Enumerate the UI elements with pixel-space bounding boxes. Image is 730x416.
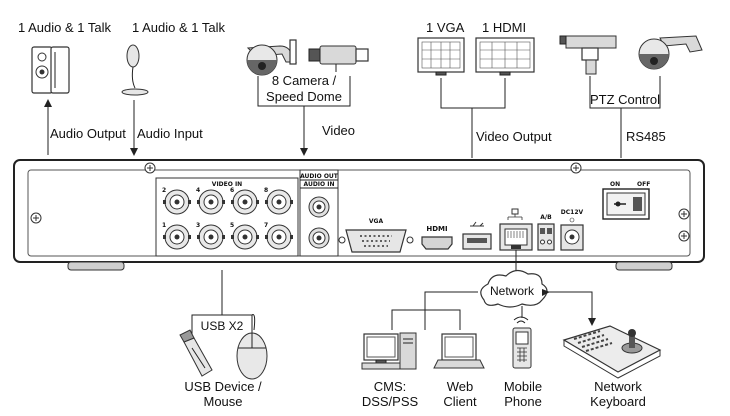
network-keyboard-label-line2: Keyboard bbox=[590, 394, 646, 409]
cms-label-line2: DSS/PSS bbox=[362, 394, 419, 409]
ptz-control-label: PTZ Control bbox=[590, 92, 660, 107]
bnc-channel-number: 3 bbox=[196, 222, 200, 229]
vga-port-icon bbox=[338, 229, 414, 253]
screw-icon bbox=[678, 230, 690, 242]
switch-on-label: ON bbox=[610, 181, 620, 188]
usb-device-label-line2: Mouse bbox=[203, 394, 242, 409]
audio-in-label: AUDIO IN bbox=[304, 181, 335, 188]
ethernet-port-icon bbox=[499, 223, 533, 251]
screw-icon bbox=[678, 208, 690, 220]
polarity-icon bbox=[569, 217, 575, 223]
dvr-rear-panel: VIDEO IN 2 4 6 8 1 3 5 7 AUDIO OUT AUDIO IN VGA… bbox=[13, 159, 705, 271]
bnc-connector-icon bbox=[163, 224, 191, 250]
dc-power-label: DC12V bbox=[561, 209, 584, 216]
network-keyboard-icon bbox=[562, 325, 662, 379]
screw-icon bbox=[144, 162, 156, 174]
mobile-phone-label-line2: Phone bbox=[504, 394, 542, 409]
speed-dome-camera-icon bbox=[246, 39, 297, 76]
vga-monitor-label: 1 VGA bbox=[426, 20, 465, 35]
bnc-connector-icon bbox=[231, 224, 259, 250]
audio-talk-label-left: 1 Audio & 1 Talk bbox=[18, 20, 111, 35]
microphone-icon bbox=[121, 44, 149, 96]
audio-talk-label-mid: 1 Audio & 1 Talk bbox=[132, 20, 225, 35]
vga-port-label: VGA bbox=[369, 218, 384, 225]
bnc-channel-number: 7 bbox=[264, 222, 268, 229]
network-keyboard-label-line1: Network bbox=[594, 379, 642, 394]
hdmi-port-label: HDMI bbox=[426, 225, 447, 233]
camera-label-line2: Speed Dome bbox=[266, 89, 342, 104]
mobile-phone-label-line1: Mobile bbox=[504, 379, 542, 394]
bnc-channel-number: 8 bbox=[264, 187, 268, 194]
usb-port-icon bbox=[462, 233, 492, 250]
usb-x2-label: USB X2 bbox=[201, 319, 244, 333]
network-cloud-icon bbox=[480, 269, 548, 308]
usb-flash-drive-icon bbox=[179, 329, 213, 377]
vga-monitor-icon bbox=[417, 37, 465, 76]
bnc-connector-icon bbox=[231, 189, 259, 215]
ptz-speed-dome-icon bbox=[638, 35, 703, 70]
bnc-connector-icon bbox=[197, 189, 225, 215]
mobile-phone-icon bbox=[512, 316, 532, 369]
bnc-channel-number: 5 bbox=[230, 222, 234, 229]
web-client-label-line2: Client bbox=[443, 394, 477, 409]
bnc-connector-icon bbox=[197, 224, 225, 250]
rs485-ab-label: A/B bbox=[540, 214, 552, 221]
mouse-icon bbox=[236, 314, 268, 380]
bnc-channel-number: 6 bbox=[230, 187, 234, 194]
screw-icon bbox=[570, 162, 582, 174]
laptop-icon bbox=[433, 333, 485, 369]
audio-out-jack-icon bbox=[308, 196, 330, 218]
rs485-terminal-icon bbox=[537, 223, 555, 251]
speaker-icon bbox=[31, 46, 70, 94]
network-symbol-icon bbox=[507, 208, 523, 220]
web-client-label-line1: Web bbox=[447, 379, 474, 394]
audio-out-label: AUDIO OUT bbox=[300, 173, 339, 180]
bullet-camera-icon bbox=[308, 45, 369, 72]
hdmi-port-icon bbox=[421, 236, 453, 250]
hdmi-monitor-icon bbox=[475, 37, 535, 76]
bnc-connectors: 2 4 6 8 1 3 5 7 bbox=[162, 187, 293, 250]
audio-output-label: Audio Output bbox=[50, 126, 126, 141]
usb-symbol-icon bbox=[470, 221, 484, 227]
usb-device-label-line1: USB Device / bbox=[184, 379, 262, 394]
bnc-channel-number: 1 bbox=[162, 222, 166, 229]
network-label: Network bbox=[490, 284, 535, 298]
video-in-label: VIDEO IN bbox=[212, 181, 242, 188]
bnc-channel-number: 4 bbox=[196, 187, 200, 194]
switch-off-label: OFF bbox=[637, 181, 650, 188]
audio-in-jack-icon bbox=[308, 227, 330, 249]
video-output-label: Video Output bbox=[476, 129, 552, 144]
bnc-connector-icon bbox=[265, 189, 293, 215]
hdmi-monitor-label: 1 HDMI bbox=[482, 20, 526, 35]
bnc-connector-icon bbox=[163, 189, 191, 215]
cms-label-line1: CMS: bbox=[374, 379, 407, 394]
bnc-channel-number: 2 bbox=[162, 187, 166, 194]
desktop-computer-icon bbox=[361, 332, 417, 370]
ptz-bracket-camera-icon bbox=[559, 35, 617, 75]
camera-label-line1: 8 Camera / bbox=[272, 73, 337, 88]
screw-icon bbox=[30, 212, 42, 224]
dc-power-jack-icon bbox=[560, 224, 584, 251]
audio-input-label: Audio Input bbox=[137, 126, 203, 141]
rs485-label: RS485 bbox=[626, 129, 666, 144]
video-label: Video bbox=[322, 123, 355, 138]
power-switch-icon bbox=[602, 188, 650, 220]
bnc-connector-icon bbox=[265, 224, 293, 250]
